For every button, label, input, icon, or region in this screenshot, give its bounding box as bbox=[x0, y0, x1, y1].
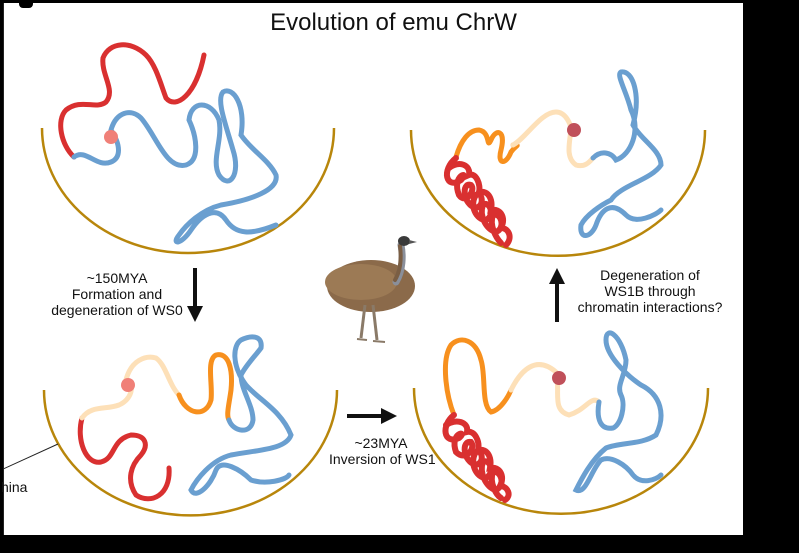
centromere bbox=[567, 123, 581, 137]
ws1a-strand bbox=[510, 109, 596, 169]
centromere bbox=[104, 130, 118, 144]
ancestral-strand bbox=[188, 334, 294, 496]
nuclear-lamina-arc bbox=[409, 129, 707, 258]
nuclear-lamina-arc bbox=[40, 127, 336, 255]
step3-label: Degeneration of WS1B through chromatin i… bbox=[565, 267, 735, 315]
lamina-pointer-line bbox=[4, 443, 59, 470]
nuclear-lamina-arc bbox=[412, 387, 710, 516]
arrow-down bbox=[187, 268, 203, 322]
arrow-up bbox=[549, 268, 565, 322]
step3-line1: Degeneration of bbox=[600, 267, 700, 283]
panel-notch bbox=[19, 3, 33, 8]
ws0-strand bbox=[77, 415, 172, 502]
panel-top-right bbox=[409, 69, 707, 258]
chromosome-diagram bbox=[4, 42, 710, 517]
panel-top-left bbox=[40, 42, 336, 255]
ws1b-strand bbox=[453, 127, 520, 164]
panel-bottom-right bbox=[412, 330, 710, 516]
step2-line1: Inversion of WS1 bbox=[329, 451, 436, 467]
ancestral-strand bbox=[71, 88, 279, 245]
step3-line2: WS1B through bbox=[604, 283, 696, 299]
ws1a-strand bbox=[508, 362, 602, 418]
step1-time: ~150MYA bbox=[86, 270, 148, 286]
step2-time: ~23MYA bbox=[354, 435, 408, 451]
step1-line1: Formation and bbox=[71, 286, 163, 302]
step1-label: ~150MYA Formation and degeneration of WS… bbox=[42, 270, 192, 318]
ancestral-strand bbox=[572, 330, 664, 494]
ws0-strand bbox=[58, 42, 207, 160]
nuclear-lamina-arc bbox=[42, 389, 339, 517]
figure-panel: Evolution of emu ChrW bbox=[1, 3, 743, 535]
ws0-condensed-coil bbox=[444, 155, 513, 248]
step1-line2: degeneration of WS0 bbox=[51, 302, 183, 318]
panel-bottom-left bbox=[4, 334, 339, 517]
nuclear-lamina-label: hina bbox=[1, 479, 28, 495]
step3-line3: chromatin interactions? bbox=[577, 299, 723, 315]
ws1b-strand bbox=[443, 337, 514, 418]
ws0-condensed-coil bbox=[442, 412, 512, 503]
emu-illustration bbox=[325, 236, 417, 343]
step2-label: ~23MYA Inversion of WS1 bbox=[329, 435, 436, 467]
centromere bbox=[552, 371, 566, 385]
ancestral-strand bbox=[578, 69, 664, 238]
centromere bbox=[121, 378, 135, 392]
ws1b-strand bbox=[176, 352, 234, 423]
figure-title: Evolution of emu ChrW bbox=[270, 9, 517, 36]
arrow-right bbox=[347, 408, 397, 424]
